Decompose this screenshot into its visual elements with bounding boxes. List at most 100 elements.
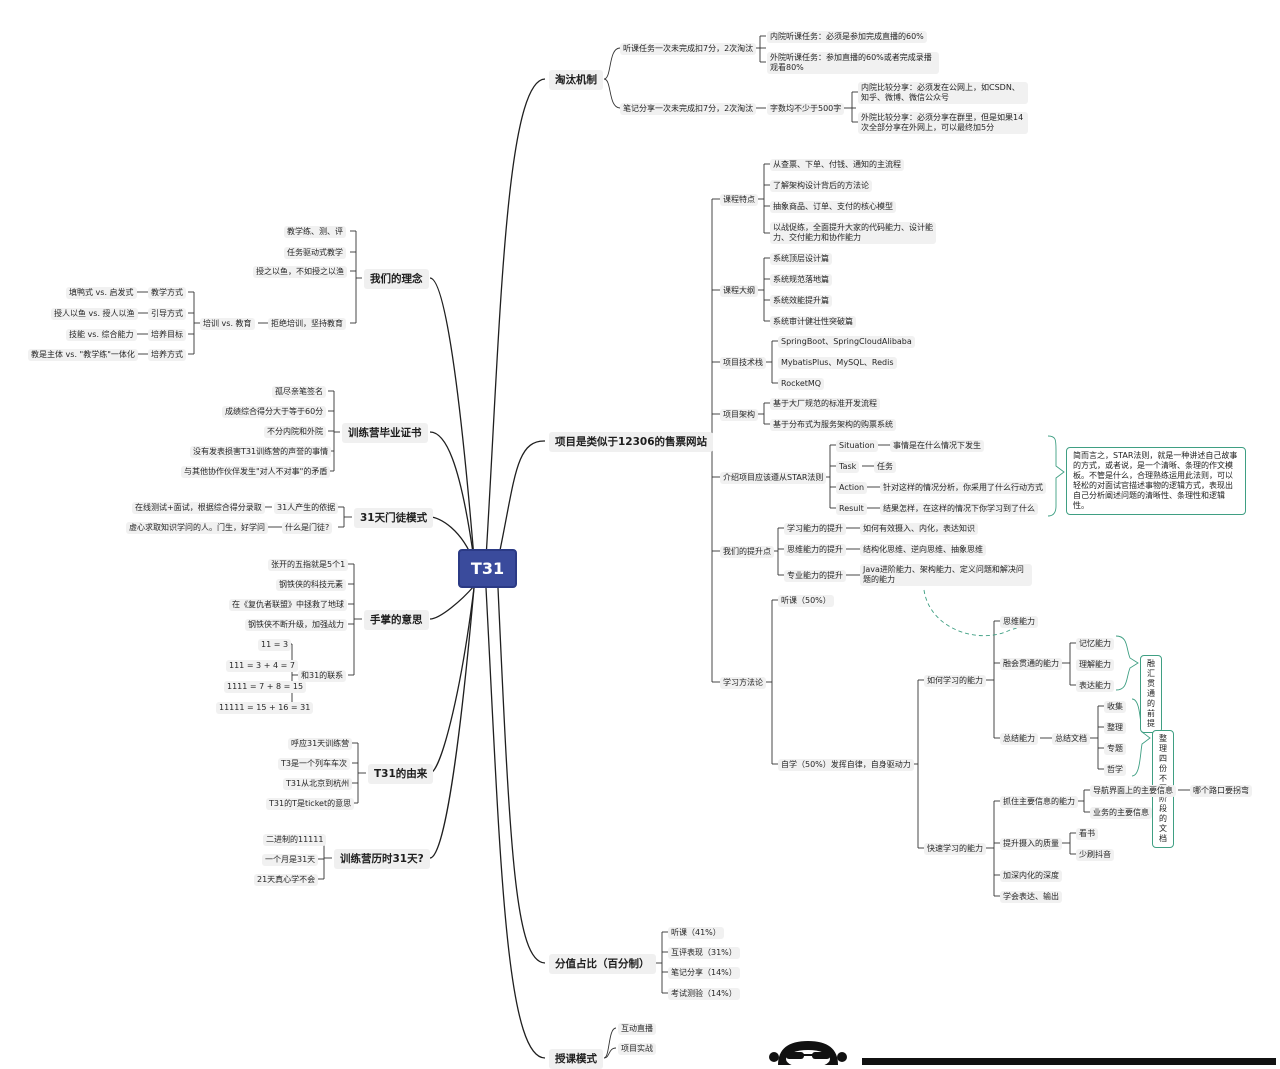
node-linian-2[interactable]: 任务驱动式教学 [284,247,346,259]
node-jujue[interactable]: 拒绝培训，坚持教育 [268,318,346,330]
node-dg-2[interactable]: 系统规范落地篇 [770,274,832,286]
branch-cert[interactable]: 训练营毕业证书 [342,423,428,443]
node-js-2[interactable]: MybatisPlus、MySQL、Redis [778,357,897,369]
node-star-action[interactable]: Action [836,482,868,494]
node-star-task-desc[interactable]: 任务 [874,461,896,473]
node-zishu[interactable]: 字数均不少于500字 [767,103,845,115]
node-pair-4-l[interactable]: 教是主体 vs. "教学练"一体化 [28,349,138,361]
node-biji[interactable]: 笔记分享一次未完成扣7分，2次淘汰 [620,103,757,115]
node-star-result[interactable]: Result [836,503,867,515]
node-score-2[interactable]: 互评表现（31%） [668,947,740,959]
branch-shou[interactable]: 手掌的意思 [364,610,429,630]
node-cert-3[interactable]: 不分内院和外院 [264,426,326,438]
node-tingke50[interactable]: 听课（50%） [778,595,834,607]
node-zongjie-doc[interactable]: 总结文档 [1052,733,1090,745]
node-xx[interactable]: 学习方法论 [720,677,766,689]
node-ts-1-desc[interactable]: 如何有效摄入、内化，表达知识 [860,523,978,535]
node-dg-1[interactable]: 系统顶层设计篇 [770,253,832,265]
node-shou-1[interactable]: 张开的五指就是5个1 [268,559,349,571]
node-zhuazhu[interactable]: 抓住主要信息的能力 [1000,796,1078,808]
node-star[interactable]: 介绍项目应该遵从STAR法则 [720,472,827,484]
node-ts-1[interactable]: 学习能力的提升 [784,523,846,535]
node-he31[interactable]: 和31的联系 [298,670,347,682]
node-teach-2[interactable]: 项目实战 [618,1043,656,1055]
node-mentu-l1[interactable]: 在线测试+面试，根据综合得分录取 [132,502,265,514]
ronghui-summary[interactable]: 融汇贯通的前提 [1140,655,1162,733]
node-sheru[interactable]: 提升摄入的质量 [1000,838,1062,850]
node-ts-2-desc[interactable]: 结构化思维、逆向思维、抽象思维 [860,544,986,556]
node-zongjie-4[interactable]: 哲学 [1104,764,1126,776]
node-eq-1[interactable]: 11 = 3 [258,639,292,651]
node-jg[interactable]: 项目架构 [720,409,758,421]
node-score-1[interactable]: 听课（41%） [668,927,724,939]
node-teach-1[interactable]: 互动直播 [618,1023,656,1035]
node-biji-nei[interactable]: 内院比较分享：必须发在公网上，如CSDN、知乎、微博、微信公众号 [858,82,1028,104]
node-pair-3-r[interactable]: 培养目标 [148,329,186,341]
node-js[interactable]: 项目技术栈 [720,357,766,369]
node-score-3[interactable]: 笔记分享（14%） [668,967,740,979]
node-star-task[interactable]: Task [836,461,860,473]
node-star-situation-desc[interactable]: 事情是在什么情况下发生 [890,440,984,452]
node-ts[interactable]: 我们的提升点 [720,546,774,558]
node-ts-3[interactable]: 专业能力的提升 [784,570,846,582]
node-linian-1[interactable]: 教学练、测、评 [284,226,346,238]
node-pair-2-r[interactable]: 引导方式 [148,308,186,320]
node-shou-3[interactable]: 在《复仇者联盟》中拯救了地球 [229,599,347,611]
node-tingke-nei[interactable]: 内院听课任务：必须是参加完成直播的60% [767,31,927,43]
node-pair-1-r[interactable]: 教学方式 [148,287,186,299]
node-yewu[interactable]: 业务的主要信息 [1090,807,1152,819]
node-cert-5[interactable]: 与其他协作伙伴发生"对人不对事"的矛盾 [181,466,331,478]
node-biji-wai[interactable]: 外院比较分享：必须分享在群里，但是如果14次全部分享在外网上，可以最终加5分 [858,112,1028,134]
star-summary[interactable]: 简而言之，STAR法则，就是一种讲述自己故事的方式，或者说，是一个清晰、条理的作… [1066,447,1246,515]
branch-linian[interactable]: 我们的理念 [364,269,429,289]
node-youlai-3[interactable]: T31从北京到杭州 [283,778,353,790]
node-ts-2[interactable]: 思维能力的提升 [784,544,846,556]
node-jg-2[interactable]: 基于分布式为服务架构的购票系统 [770,419,896,431]
node-kc-4[interactable]: 以战促练，全面提升大家的代码能力、设计能力、交付能力和协作能力 [770,222,936,244]
node-mentu-r1[interactable]: 31人产生的依据 [274,502,339,514]
branch-project[interactable]: 项目是类似于12306的售票网站 [549,432,714,452]
node-days-1[interactable]: 二进制的11111 [263,834,327,846]
node-sheru-2[interactable]: 少刷抖音 [1076,849,1114,861]
node-youlai-1[interactable]: 呼应31天训练营 [288,738,353,750]
branch-taotai[interactable]: 淘汰机制 [549,70,603,90]
node-zongjie[interactable]: 总结能力 [1000,733,1038,745]
node-star-result-desc[interactable]: 结果怎样，在这样的情况下你学习到了什么 [880,503,1038,515]
node-kuaisu[interactable]: 快速学习的能力 [924,843,986,855]
node-ts-3-desc[interactable]: Java进阶能力、架构能力、定义问题和解决问题的能力 [860,564,1032,586]
branch-mentu[interactable]: 31天门徒模式 [354,508,434,528]
node-kc-2[interactable]: 了解架构设计背后的方法论 [770,180,872,192]
root-node[interactable]: T31 [458,549,517,588]
node-daohang[interactable]: 导航界面上的主要信息 [1090,785,1176,797]
node-pair-3-l[interactable]: 技能 vs. 综合能力 [66,329,137,341]
node-cert-4[interactable]: 没有发表损害T31训练营的声誉的事情 [190,446,332,458]
node-days-3[interactable]: 21天真心学不会 [254,874,319,886]
node-js-3[interactable]: RocketMQ [778,378,825,390]
node-shou-2[interactable]: 钢铁侠的科技元素 [276,579,346,591]
node-eq-3[interactable]: 1111 = 7 + 8 = 15 [224,681,307,693]
node-siwei[interactable]: 思维能力 [1000,616,1038,628]
node-cert-2[interactable]: 成绩综合得分大于等于60分 [222,406,327,418]
node-linian-3[interactable]: 授之以鱼，不如授之以渔 [253,266,347,278]
node-tingke-wai[interactable]: 外院听课任务：参加直播的60%或者完成录播观看80% [767,52,939,74]
node-dg[interactable]: 课程大纲 [720,285,758,297]
node-star-situation[interactable]: Situation [836,440,878,452]
node-kc-1[interactable]: 从查票、下单、付钱、通知的主流程 [770,159,904,171]
node-ronghui-1[interactable]: 记忆能力 [1076,638,1114,650]
node-ronghui-3[interactable]: 表达能力 [1076,680,1114,692]
node-jg-1[interactable]: 基于大厂规范的标准开发流程 [770,398,880,410]
node-dg-3[interactable]: 系统效能提升篇 [770,295,832,307]
node-cert-1[interactable]: 孤尽亲笔签名 [272,386,326,398]
node-score-4[interactable]: 考试测验（14%） [668,988,740,1000]
node-days-2[interactable]: 一个月是31天 [262,854,319,866]
node-lukou[interactable]: 哪个路口要拐弯 [1190,785,1252,797]
node-youlai-2[interactable]: T3是一个列车车次 [278,758,350,770]
node-dg-4[interactable]: 系统审计健壮性突破篇 [770,316,856,328]
node-peixun[interactable]: 培训 vs. 教育 [200,318,255,330]
node-youlai-4[interactable]: T31的T是ticket的意思 [266,798,355,810]
node-star-action-desc[interactable]: 针对这样的情况分析，你采用了什么行动方式 [880,482,1046,494]
node-sheru-1[interactable]: 看书 [1076,828,1098,840]
node-kc-3[interactable]: 抽象商品、订单、支付的核心模型 [770,201,896,213]
node-ronghui[interactable]: 融会贯通的能力 [1000,658,1062,670]
branch-teach[interactable]: 授课模式 [549,1049,603,1069]
